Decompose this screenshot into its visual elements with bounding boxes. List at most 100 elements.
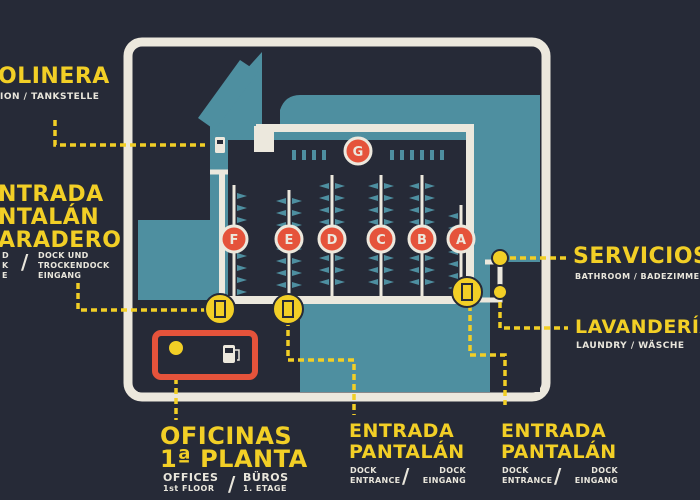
boat	[368, 219, 378, 225]
entrada2-line2: PANTALÁN	[501, 441, 617, 463]
gasolinera-subtitle: ION / TANKSTELLE	[0, 92, 100, 102]
boat	[425, 255, 435, 261]
boat	[237, 265, 247, 271]
fuel-pump-icon-north	[215, 137, 225, 153]
boat	[276, 258, 286, 264]
oficinas-line1: OFICINAS	[160, 422, 293, 450]
door-icon	[451, 276, 483, 308]
boats-top-row	[292, 150, 444, 160]
land-northwest	[138, 52, 262, 220]
route-entrada2	[468, 305, 507, 405]
boat	[384, 195, 394, 201]
boat	[237, 277, 247, 283]
boat	[319, 267, 329, 273]
servicios-title: SERVICIOS	[573, 244, 700, 269]
berth-letter: B	[417, 233, 427, 248]
berth-letter: G	[353, 145, 364, 160]
boat	[368, 279, 378, 285]
oficinas-en-main: OFFICES	[163, 471, 219, 484]
gasolinera-title: OLINERA	[0, 64, 110, 89]
entrada2-line1: ENTRADA	[501, 420, 607, 442]
boat	[384, 279, 394, 285]
entrada1-right: DOCK EINGANG	[422, 466, 466, 485]
varadero-slash: /	[21, 250, 29, 274]
boat	[276, 270, 286, 276]
boat	[237, 193, 247, 199]
entrada1-line1: ENTRADA	[349, 420, 455, 442]
channel-strip	[198, 60, 258, 130]
boat	[425, 219, 435, 225]
boat	[237, 205, 247, 211]
boat	[276, 210, 286, 216]
berth-letter: C	[376, 233, 386, 248]
boat	[237, 253, 247, 259]
boat	[319, 183, 329, 189]
walking-routes	[53, 120, 568, 420]
berth-letter: F	[230, 233, 239, 248]
boat	[368, 183, 378, 189]
boat	[292, 270, 302, 276]
varadero-sub-left: D K E	[2, 251, 9, 280]
entrada1-line2: PANTALÁN	[349, 441, 465, 463]
boat	[448, 261, 458, 267]
boat	[409, 219, 419, 225]
land-north	[262, 52, 540, 125]
inner-basin	[228, 140, 468, 300]
berth-marker-f: F	[219, 224, 249, 254]
quay-wall	[228, 124, 474, 304]
route-entrada1	[286, 320, 356, 415]
oficinas-de-main: BÜROS	[243, 471, 289, 484]
boat	[409, 207, 419, 213]
boat	[319, 195, 329, 201]
boat	[292, 258, 302, 264]
quay-corner	[254, 126, 274, 152]
route-gasolinera	[53, 120, 205, 147]
berth-marker-c: C	[366, 224, 396, 254]
berth-letter: D	[327, 233, 338, 248]
boat	[335, 183, 345, 189]
boat	[237, 217, 247, 223]
entrada2-left: DOCK ENTRANCE	[502, 466, 553, 485]
route-nodes	[167, 249, 509, 357]
fuel-pump-icon	[223, 345, 240, 363]
entrada1-left: DOCK ENTRANCE	[350, 466, 401, 485]
boat	[384, 183, 394, 189]
oficinas-en-sub: 1st FLOOR	[163, 484, 215, 493]
boat	[319, 207, 329, 213]
boat	[384, 207, 394, 213]
oficinas-line2: 1ª PLANTA	[160, 445, 308, 473]
boat	[409, 267, 419, 273]
boat	[335, 279, 345, 285]
boat	[425, 267, 435, 273]
boat	[368, 195, 378, 201]
berth-marker-d: D	[317, 224, 347, 254]
boat	[335, 207, 345, 213]
door-icon	[272, 293, 304, 325]
boat	[425, 279, 435, 285]
door-icon	[204, 293, 236, 325]
boat	[335, 267, 345, 273]
route-varadero	[76, 283, 210, 312]
lavanderia-subtitle: LAUNDRY / WÄSCHE	[576, 341, 685, 351]
entrada1-slash: /	[402, 464, 410, 488]
boat	[276, 282, 286, 288]
boat	[448, 273, 458, 279]
berth-letter: A	[456, 233, 466, 248]
boat	[276, 198, 286, 204]
boat	[384, 267, 394, 273]
boat	[335, 219, 345, 225]
route-lavanderia	[498, 292, 568, 330]
boat	[448, 213, 458, 219]
boat	[368, 255, 378, 261]
boat	[425, 195, 435, 201]
entrada2-right: DOCK EINGANG	[574, 466, 618, 485]
boat	[409, 279, 419, 285]
fuel-station-box	[152, 330, 258, 380]
boat	[409, 195, 419, 201]
boat	[335, 195, 345, 201]
boat	[319, 255, 329, 261]
entrada2-slash: /	[554, 464, 562, 488]
boat	[384, 219, 394, 225]
